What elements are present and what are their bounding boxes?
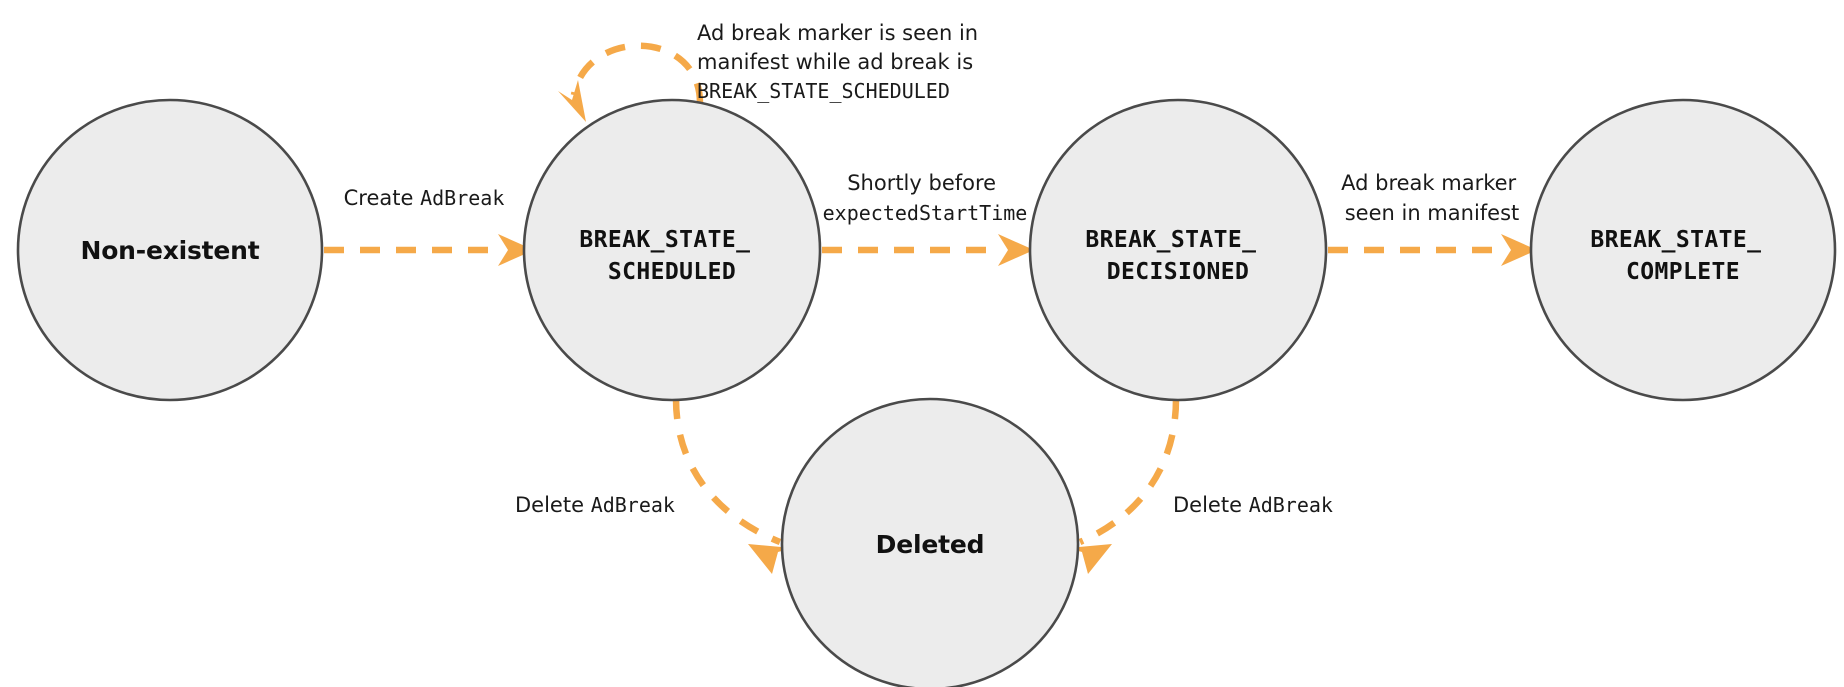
edge-scheduled-to-deleted-label: Delete AdBreak [515,493,675,517]
edge-create-adbreak-label-verb: Create [344,186,420,210]
node-break-state-complete-label-line1: BREAK_STATE_ [1590,227,1761,253]
edge-create-adbreak-arrowhead [498,234,534,266]
node-break-state-scheduled-shape [522,98,822,402]
annotation-line-1: Ad break marker is seen in [697,21,978,45]
annotation-line-2: manifest while ad break is [697,50,973,74]
edge-scheduled-to-decisioned-label: Shortly before expectedStartTime [823,171,1028,225]
node-break-state-decisioned[interactable]: BREAK_STATE_ DECISIONED [1028,98,1328,402]
edge-decisioned-to-deleted-label-code: AdBreak [1249,493,1333,517]
node-non-existent[interactable]: Non-existent [16,98,324,402]
edge-decisioned-to-deleted-line [1078,398,1180,545]
edge-create-adbreak-label-code: AdBreak [420,186,504,210]
node-break-state-complete[interactable]: BREAK_STATE_ COMPLETE [1529,98,1837,402]
edge-decisioned-to-complete[interactable]: Ad break marker seen in manifest [1328,171,1537,266]
node-non-existent-label: Non-existent [80,236,259,265]
node-deleted[interactable]: Deleted [780,397,1080,687]
edge-scheduled-to-deleted-line [672,398,782,546]
edge-decisioned-to-deleted[interactable]: Delete AdBreak [1068,398,1333,574]
edge-scheduled-self-loop-arrowhead [558,80,586,122]
node-break-state-decisioned-label-line1: BREAK_STATE_ [1085,227,1256,253]
edge-decisioned-to-deleted-arrowhead [1068,544,1112,574]
node-non-existent-shape [16,98,324,402]
edge-decisioned-to-complete-label: Ad break marker seen in manifest [1341,171,1523,225]
edge-decisioned-to-deleted-label-verb: Delete [1173,493,1249,517]
edge-scheduled-to-deleted[interactable]: Delete AdBreak [515,398,792,574]
edge-scheduled-self-loop-arc [570,42,704,104]
edge-create-adbreak-label: Create AdBreak [344,186,505,210]
node-break-state-scheduled-label-line1: BREAK_STATE_ [579,227,750,253]
edge-scheduled-to-deleted-arrowhead [748,544,792,574]
edge-scheduled-self-loop-annotation: Ad break marker is seen in manifest whil… [697,21,985,103]
node-break-state-scheduled-label: BREAK_STATE_ SCHEDULED [579,227,764,285]
edge-decisioned-to-deleted-label: Delete AdBreak [1173,493,1333,517]
node-deleted-label: Deleted [876,530,985,559]
node-break-state-decisioned-label-line2: DECISIONED [1107,259,1249,285]
edge-decisioned-to-complete-label-line1: Ad break marker [1341,171,1516,195]
node-break-state-scheduled-label-line2: SCHEDULED [608,259,736,285]
edge-scheduled-to-decisioned[interactable]: Shortly before expectedStartTime [822,171,1034,266]
edge-scheduled-self-loop[interactable]: Ad break marker is seen in manifest whil… [558,21,985,122]
edge-decisioned-to-complete-arrowhead [1501,234,1537,266]
edge-scheduled-to-deleted-label-verb: Delete [515,493,591,517]
edge-decisioned-to-complete-label-line2: seen in manifest [1345,201,1520,225]
node-break-state-complete-label: BREAK_STATE_ COMPLETE [1590,227,1775,285]
node-break-state-decisioned-shape [1028,98,1328,402]
edge-scheduled-to-deleted-label-code: AdBreak [591,493,675,517]
node-break-state-complete-label-line2: COMPLETE [1626,259,1740,285]
node-break-state-complete-shape [1529,98,1837,402]
edge-scheduled-to-decisioned-label-line2: expectedStartTime [823,201,1028,225]
node-deleted-shape [780,397,1080,687]
annotation-line-3: BREAK_STATE_SCHEDULED [697,79,950,103]
node-break-state-decisioned-label: BREAK_STATE_ DECISIONED [1085,227,1270,285]
edge-scheduled-to-decisioned-arrowhead [998,234,1034,266]
node-break-state-scheduled[interactable]: BREAK_STATE_ SCHEDULED [522,98,822,402]
edge-scheduled-to-decisioned-label-line1: Shortly before [847,171,996,195]
edge-create-adbreak[interactable]: Create AdBreak [324,186,534,266]
